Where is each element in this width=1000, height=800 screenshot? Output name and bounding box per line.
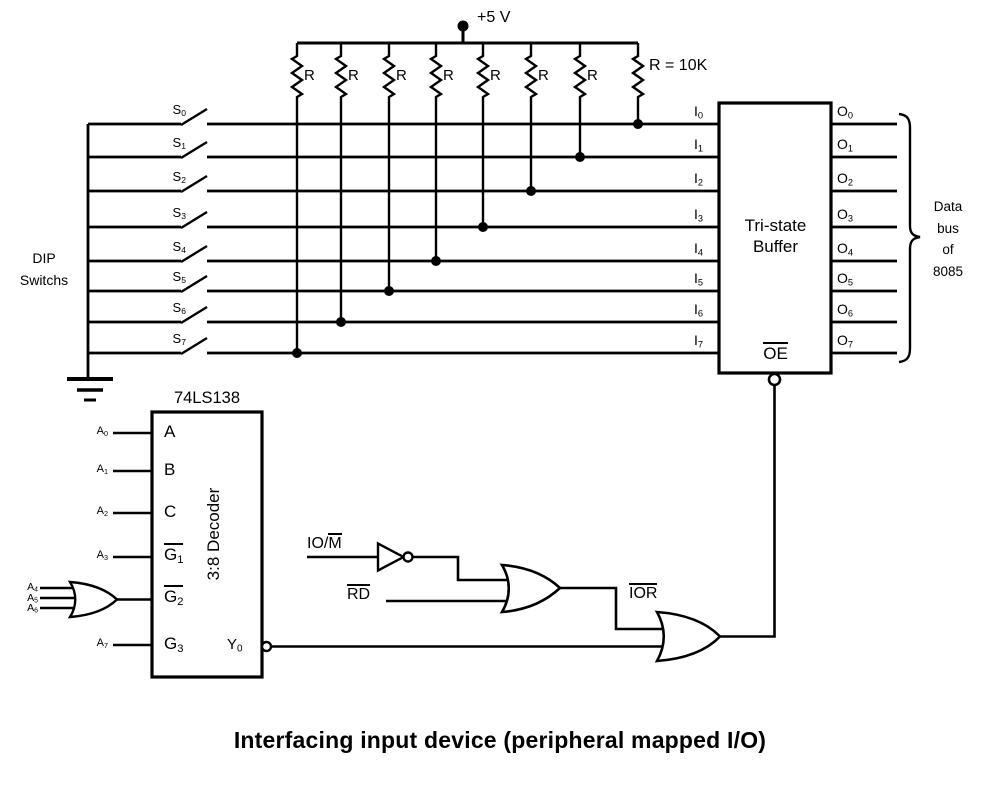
addr-label-a0: A0 xyxy=(96,425,108,438)
or-gate-oe xyxy=(654,610,722,663)
decoder-pin-c: C xyxy=(164,502,177,521)
buffer-input-i7: I7 xyxy=(693,332,703,350)
decoder-pin-g2: G2 xyxy=(164,585,184,608)
switch-blades xyxy=(180,107,208,356)
decoder-function-label: 3:8 Decoder xyxy=(204,487,223,581)
buffer-input-i5: I5 xyxy=(693,270,703,288)
buffer-output-o1: O1 xyxy=(837,136,854,154)
addr-label-a3: A3 xyxy=(96,549,108,562)
buffer-input-i0: I0 xyxy=(693,103,703,121)
not-gate-bubble xyxy=(402,551,414,563)
decoder-pin-g3: G3 xyxy=(164,634,184,655)
resistor-label: R xyxy=(443,67,454,84)
decoder-part-number: 74LS138 xyxy=(173,389,241,407)
control-logic-wires xyxy=(271,385,776,648)
resistor-label: R xyxy=(490,67,501,84)
switch-label-s0: S0 xyxy=(172,102,186,119)
y0-bubble xyxy=(260,640,273,653)
decoder-pin-a: A xyxy=(164,422,176,441)
decoder-pin-g1: G1 xyxy=(164,543,184,566)
dip-switches-label: DIP Switchs xyxy=(19,250,69,288)
or-gate-ior xyxy=(499,563,562,614)
iom-signal-label: IO/M xyxy=(307,533,342,552)
power-rail xyxy=(297,27,638,45)
switch-label-s6: S6 xyxy=(172,300,186,317)
rd-signal-label: RD xyxy=(347,584,371,603)
buffer-input-i2: I2 xyxy=(693,170,703,188)
switch-label-s3: S3 xyxy=(172,205,186,222)
buffer-output-o7: O7 xyxy=(837,332,854,350)
buffer-output-o4: O4 xyxy=(837,240,854,258)
buffer-output-o2: O2 xyxy=(837,170,854,188)
addr-label-a5: A5 xyxy=(27,591,38,605)
ior-signal-label: IOR xyxy=(629,583,658,602)
buffer-title: Tri-state Buffer xyxy=(744,216,807,256)
buffer-oe-pin: OE xyxy=(763,342,788,363)
buffer-output-o5: O5 xyxy=(837,270,854,288)
pullup-resistors xyxy=(289,43,646,353)
buffer-output-o3: O3 xyxy=(837,206,854,224)
resistor-label: R xyxy=(348,67,359,84)
resistor-value-note: R = 10K xyxy=(649,57,708,74)
addr-label-a2: A2 xyxy=(96,505,108,518)
buffer-input-i4: I4 xyxy=(693,240,703,258)
diagram-caption: Interfacing input device (peripheral map… xyxy=(233,727,767,753)
switch-label-s1: S1 xyxy=(172,135,186,152)
switch-label-s4: S4 xyxy=(172,239,186,256)
buffer-input-i3: I3 xyxy=(693,206,703,224)
switch-label-s5: S5 xyxy=(172,269,186,286)
resistor-label: R xyxy=(304,67,315,84)
addr-label-a7: A7 xyxy=(96,637,108,650)
tristate-buffer-box xyxy=(717,101,833,375)
addr-label-a1: A1 xyxy=(96,463,108,476)
resistor-label: R xyxy=(587,67,598,84)
address-or-gate xyxy=(67,580,119,619)
not-gate xyxy=(376,541,414,573)
buffer-input-i1: I1 xyxy=(693,136,703,154)
oe-bubble xyxy=(767,372,782,387)
resistor-label: R xyxy=(538,67,549,84)
resistor-label: R xyxy=(396,67,407,84)
addr-label-a6: A6 xyxy=(27,602,38,615)
buffer-output-o6: O6 xyxy=(837,301,854,319)
data-bus-label: Data bus of 8085 xyxy=(932,199,964,279)
ground-symbol xyxy=(67,377,113,402)
switch-label-s7: S7 xyxy=(172,331,186,348)
decoder-pin-b: B xyxy=(164,460,176,479)
buffer-output-o0: O0 xyxy=(837,103,854,121)
buffer-input-i6: I6 xyxy=(693,301,703,319)
dip-switch-rows xyxy=(86,122,897,378)
supply-label: +5 V xyxy=(477,9,511,26)
addr-label-a4: A4 xyxy=(27,581,38,594)
junction-dots xyxy=(292,20,643,358)
decoder-output-y0: Y0 xyxy=(227,636,243,655)
bus-brace xyxy=(898,112,921,364)
switch-label-s2: S2 xyxy=(172,169,186,186)
